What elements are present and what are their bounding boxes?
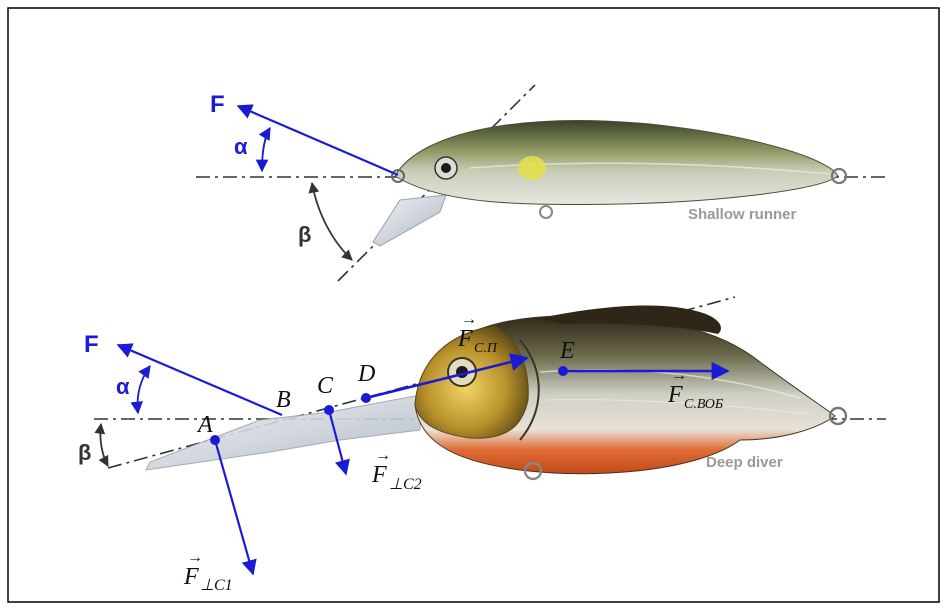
shallow-lateral-line	[469, 162, 831, 175]
point-a-label: A	[196, 412, 213, 438]
deep-beta-label: β	[78, 440, 91, 465]
shallow-lip	[372, 194, 447, 247]
vector-f-perp-c1	[213, 439, 257, 576]
shallow-runner-group: F α β Shallow runner	[196, 84, 886, 282]
vector-f-perp-c2-label: F → ⊥C2	[371, 447, 422, 493]
svg-text:F: F	[457, 326, 473, 352]
deep-diver-group: F α β A B C D E F → ⊥C1 F → ⊥C2	[78, 296, 886, 594]
deep-alpha-label: α	[116, 374, 130, 399]
svg-text:→: →	[187, 549, 203, 566]
deep-lip	[145, 394, 421, 471]
deep-caption: Deep diver	[706, 454, 783, 471]
point-e-label: E	[559, 338, 575, 364]
svg-text:C.ВОБ: C.ВОБ	[684, 397, 723, 412]
svg-text:→: →	[461, 311, 477, 328]
shallow-yellow-spot	[518, 156, 546, 180]
deep-scale-line-2	[544, 399, 811, 415]
vector-f-perp-c1-label: F → ⊥C1	[183, 549, 233, 594]
deep-gill-line	[519, 339, 540, 441]
shallow-belly-eyelet	[539, 205, 553, 219]
shallow-force-label: F	[210, 91, 225, 118]
svg-text:F: F	[371, 462, 387, 488]
deep-dorsal-ridge	[540, 305, 721, 334]
svg-text:C.П: C.П	[474, 341, 498, 356]
shallow-alpha-arc	[255, 126, 271, 173]
svg-text:⊥C2: ⊥C2	[389, 476, 422, 493]
deep-force-vector	[116, 343, 283, 417]
point-c-label: C	[317, 373, 334, 399]
shallow-pupil	[441, 163, 451, 173]
deep-force-label: F	[84, 331, 99, 358]
shallow-tail-eyelet	[830, 167, 848, 185]
svg-text:F: F	[667, 382, 683, 408]
vector-f-c-vob-label: F → C.ВОБ	[667, 367, 723, 412]
vector-f-perp-c2	[327, 409, 350, 476]
svg-text:F: F	[183, 564, 199, 590]
svg-text:→: →	[375, 447, 391, 464]
deep-belly-eyelet	[523, 461, 543, 481]
svg-text:→: →	[671, 367, 687, 384]
deep-tail-eyelet	[828, 406, 848, 426]
vector-f-c-p-label: F → C.П	[457, 311, 498, 356]
vector-f-c-p	[365, 353, 529, 400]
shallow-beta-label: β	[298, 222, 311, 247]
shallow-alpha-label: α	[234, 134, 248, 159]
figure-border	[7, 7, 940, 603]
point-b-label: B	[276, 387, 291, 413]
shallow-nose-eyelet	[391, 169, 405, 183]
shallow-caption: Shallow runner	[688, 206, 797, 223]
point-d-label: D	[357, 361, 375, 387]
deep-beta-arc	[94, 422, 109, 467]
shallow-beta-arc	[308, 181, 353, 261]
deep-alpha-arc	[130, 364, 151, 415]
shallow-force-vector	[236, 104, 399, 177]
svg-text:⊥C1: ⊥C1	[200, 577, 233, 594]
